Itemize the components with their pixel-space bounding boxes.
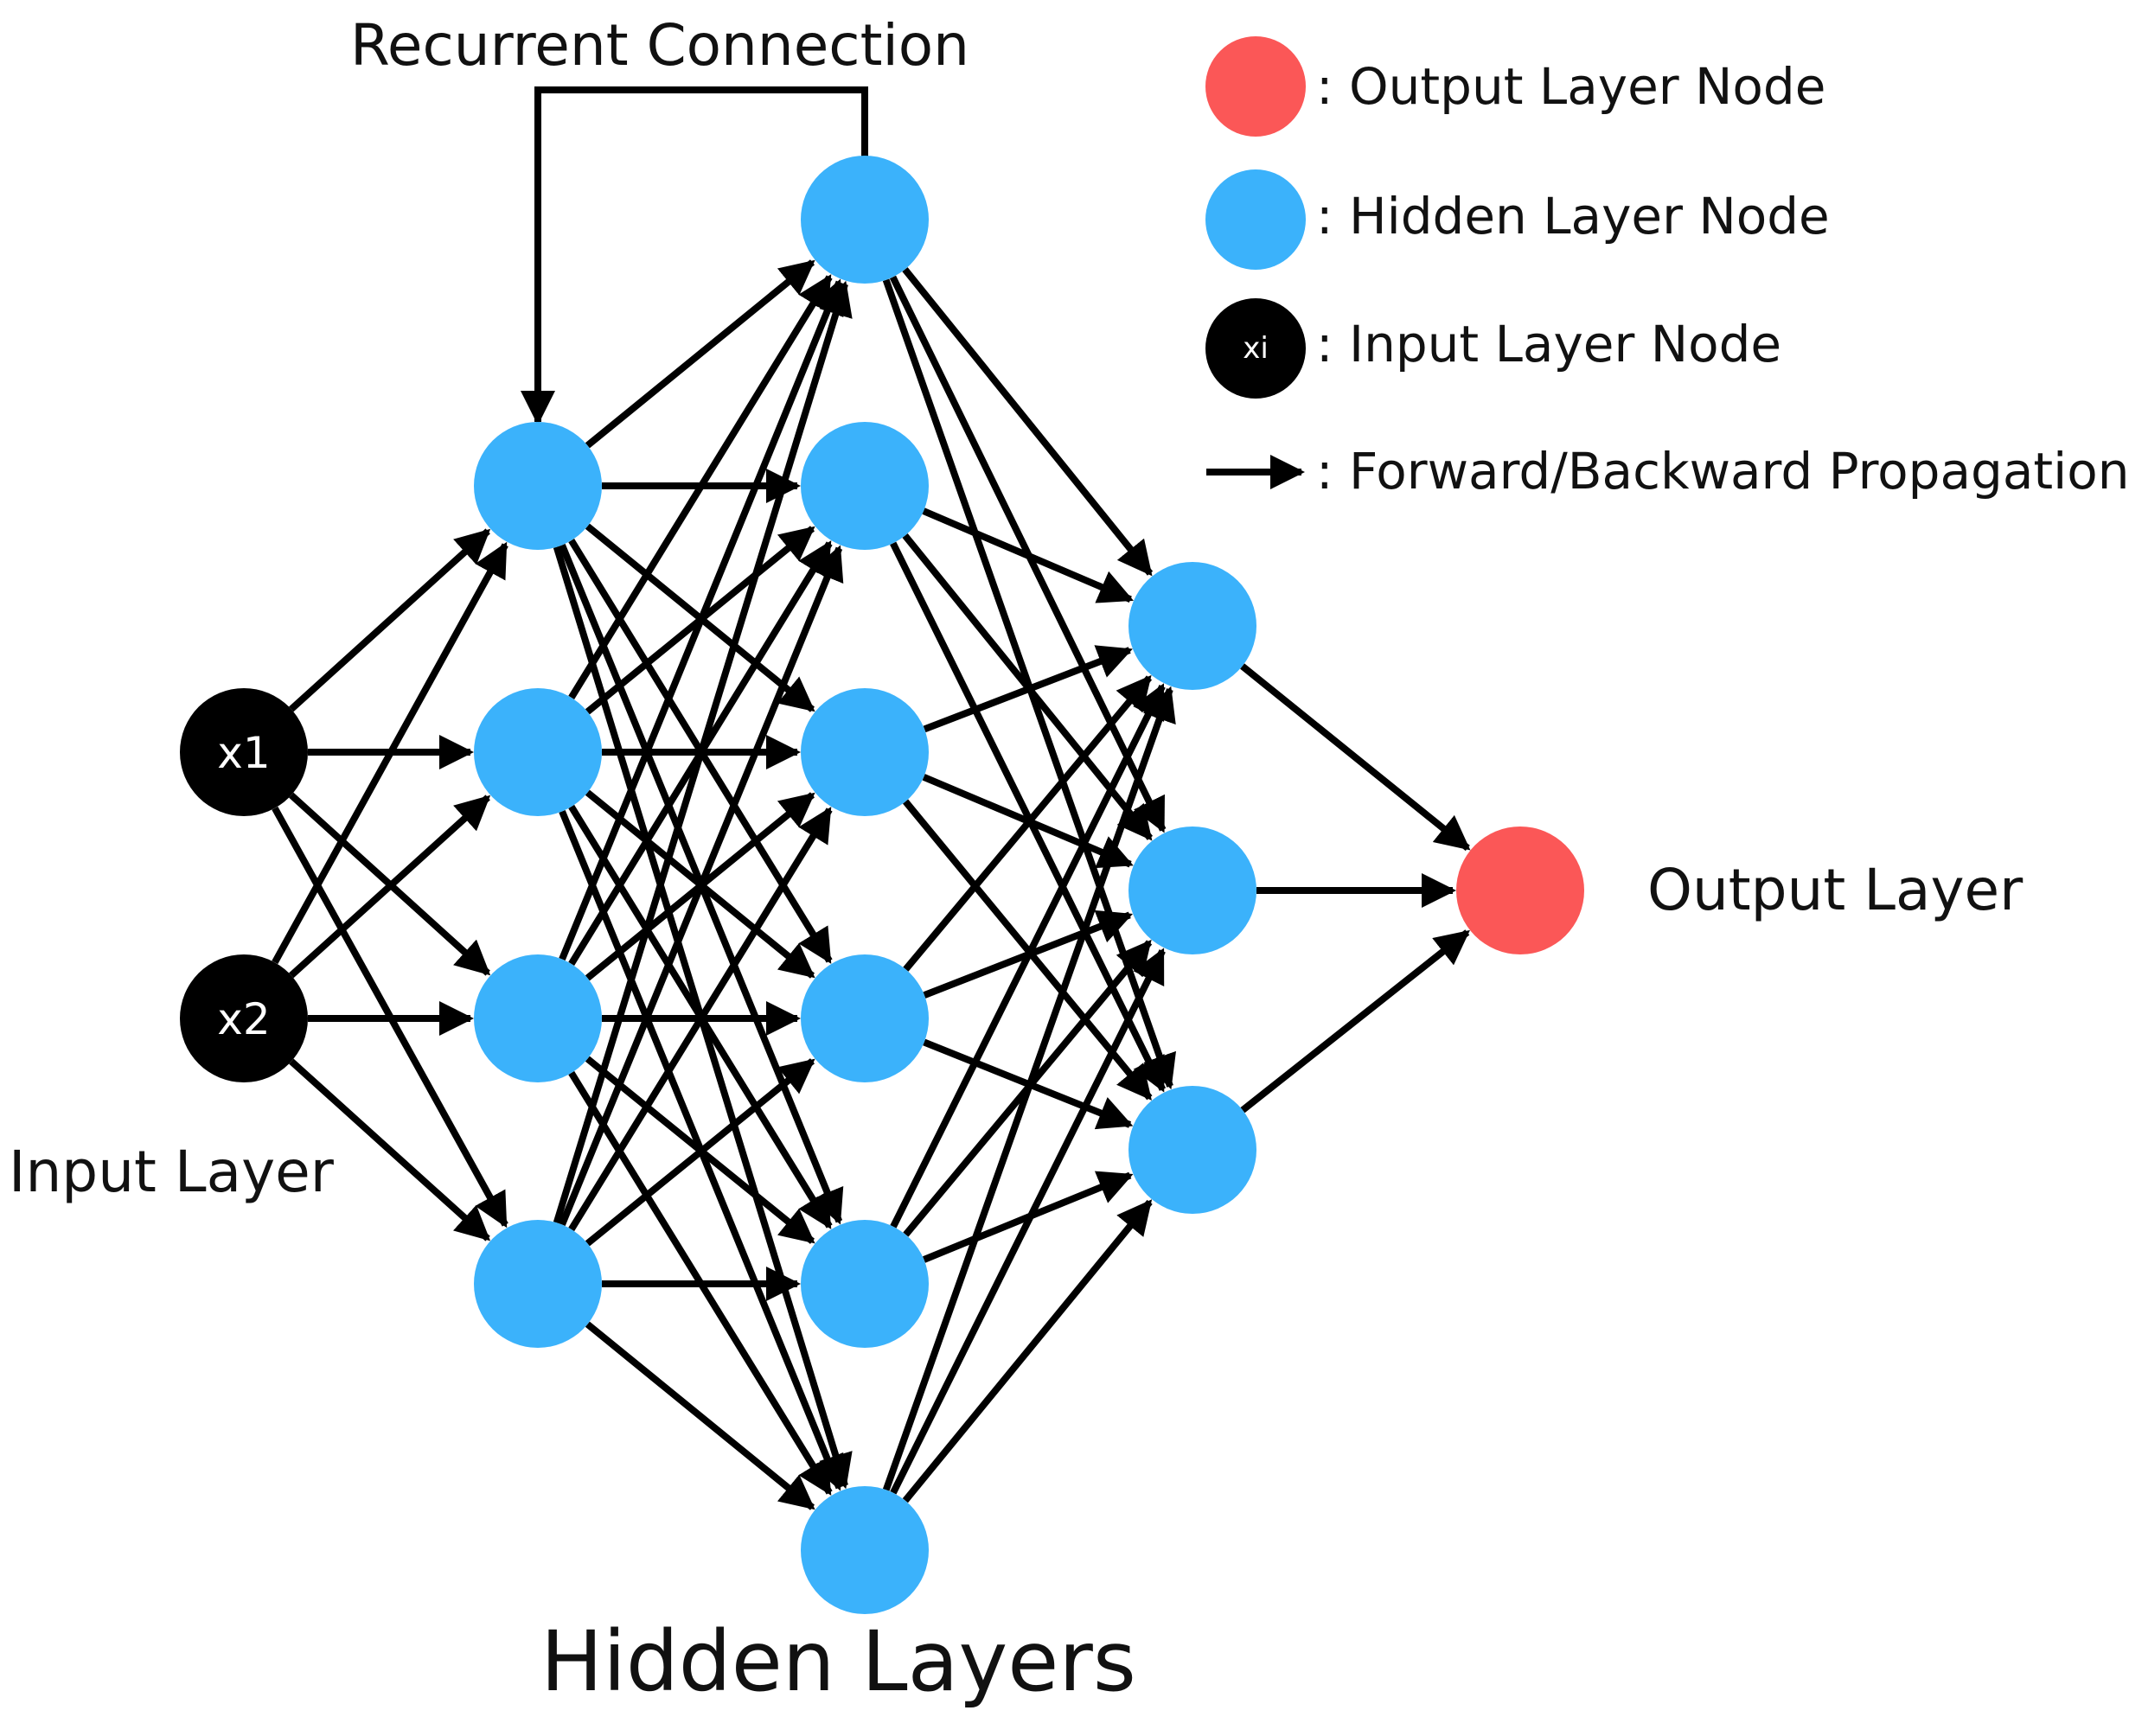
hidden-node-layer1-2	[474, 688, 602, 816]
hidden-node-layer2-1	[801, 156, 929, 284]
legend-hidden-node-label: : Hidden Layer Node	[1316, 187, 1830, 246]
edge-l2-n1-to-l3-n0	[922, 507, 1134, 603]
input-node-label-2: x2	[217, 994, 270, 1044]
edge-l2-n4-to-l3-n0	[890, 683, 1166, 1229]
edge-l0-n1-to-l1-n0	[272, 541, 508, 965]
hidden-node-layer2-4	[801, 954, 929, 1082]
edge-l2-n3-to-l3-n0	[903, 674, 1153, 972]
connection-edges	[272, 259, 1471, 1510]
edge-l2-n0-to-l3-n0	[902, 267, 1154, 577]
hidden-node-layer3-3	[1128, 1086, 1256, 1214]
hidden-node-layer3-2	[1128, 827, 1256, 954]
hidden-node-layer2-6	[801, 1486, 929, 1614]
legend-arrow-label: : Forward/Backward Propagation	[1316, 442, 2129, 501]
edge-l1-n3-to-l2-n0	[553, 280, 853, 1224]
edge-l1-n1-to-l2-n0	[568, 274, 833, 699]
edge-l1-n3-to-l2-n5	[585, 1321, 815, 1510]
edge-l2-n2-to-l3-n0	[923, 645, 1133, 733]
hidden-node-layer1-1	[474, 422, 602, 550]
edge-l1-n2-to-l2-n0	[559, 278, 844, 961]
hidden-node-layer1-3	[474, 954, 602, 1082]
edge-l1-n3-to-l2-n3	[585, 1058, 815, 1247]
legend-input-node-label: : Input Layer Node	[1316, 315, 1781, 373]
legend-output-node-label: : Output Layer Node	[1316, 57, 1825, 116]
hidden-node-layer2-2	[801, 422, 929, 550]
hidden-node-layer2-3	[801, 688, 929, 816]
recurrent-connection-label: Recurrent Connection	[350, 12, 969, 79]
input-layer-label: Input Layer	[9, 1139, 335, 1205]
edge-l1-n0-to-l2-n0	[585, 259, 815, 449]
output-node-layer4-1	[1456, 827, 1584, 954]
hidden-node-layer1-4	[474, 1220, 602, 1348]
output-layer-label: Output Layer	[1647, 857, 2024, 923]
input-node-layer0-2	[180, 954, 308, 1082]
edge-l3-n0-to-l4-n0	[1240, 663, 1471, 852]
recurrent-connection-line	[521, 86, 868, 425]
edge-l1-n3-to-l2-n1	[559, 545, 844, 1227]
edge-l0-n1-to-l1-n1	[289, 795, 491, 979]
edge-l0-n0-to-l1-n0	[289, 528, 491, 712]
input-node-layer0-1	[180, 688, 308, 816]
hidden-layers-label: Hidden Layers	[540, 1613, 1136, 1710]
legend-input-node-swatch	[1205, 298, 1306, 399]
edge-l0-n1-to-l1-n3	[289, 1058, 491, 1241]
edge-l3-n2-to-l4-n0	[1240, 929, 1470, 1114]
legend-output-node-swatch	[1205, 36, 1306, 137]
legend-hidden-node-swatch	[1205, 169, 1306, 270]
hidden-node-layer2-5	[801, 1220, 929, 1348]
edge-l2-n5-to-l3-n0	[882, 686, 1176, 1491]
edge-l2-n5-to-l3-n2	[902, 1199, 1153, 1503]
edge-l1-n3-to-l2-n2	[568, 807, 833, 1232]
hidden-node-layer3-1	[1128, 562, 1256, 690]
legend-input-node-glyph: xi	[1243, 331, 1269, 366]
edge-l2-n5-to-l3-n1	[890, 948, 1166, 1495]
edge-l2-n1-to-l3-n2	[890, 541, 1167, 1093]
legend: : Output Layer Node : Hidden Layer Node …	[1205, 36, 2129, 501]
network-nodes: x1 x2	[180, 156, 1584, 1614]
input-node-label-1: x1	[217, 728, 270, 778]
